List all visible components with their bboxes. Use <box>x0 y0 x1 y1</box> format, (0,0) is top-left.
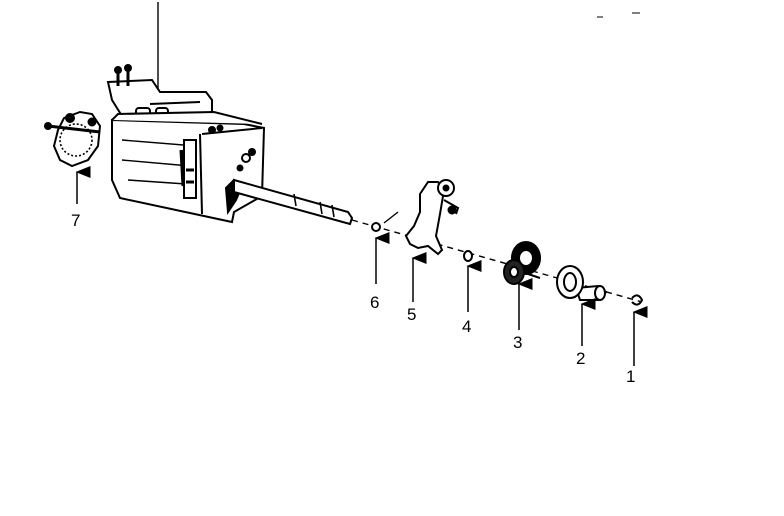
part-7-disc <box>44 110 102 168</box>
shaft <box>233 178 354 226</box>
callout-label-4: 4 <box>462 317 472 336</box>
part-6-ball <box>371 222 381 232</box>
part-3-gear <box>503 241 541 285</box>
callout-label-6: 6 <box>370 293 380 312</box>
callout-arrows <box>75 166 648 366</box>
callout-label-7: 7 <box>71 211 81 230</box>
part-2-collar <box>556 265 608 301</box>
part-1-ring <box>631 294 644 306</box>
part-4-washer <box>463 250 473 262</box>
callout-label-3: 3 <box>513 333 523 352</box>
callout-label-2: 2 <box>576 349 586 368</box>
part-5-lever <box>404 179 460 256</box>
callout-label-5: 5 <box>407 305 417 324</box>
leader-line <box>383 211 399 224</box>
gearbox-housing <box>106 64 266 224</box>
callout-label-1: 1 <box>626 367 636 386</box>
